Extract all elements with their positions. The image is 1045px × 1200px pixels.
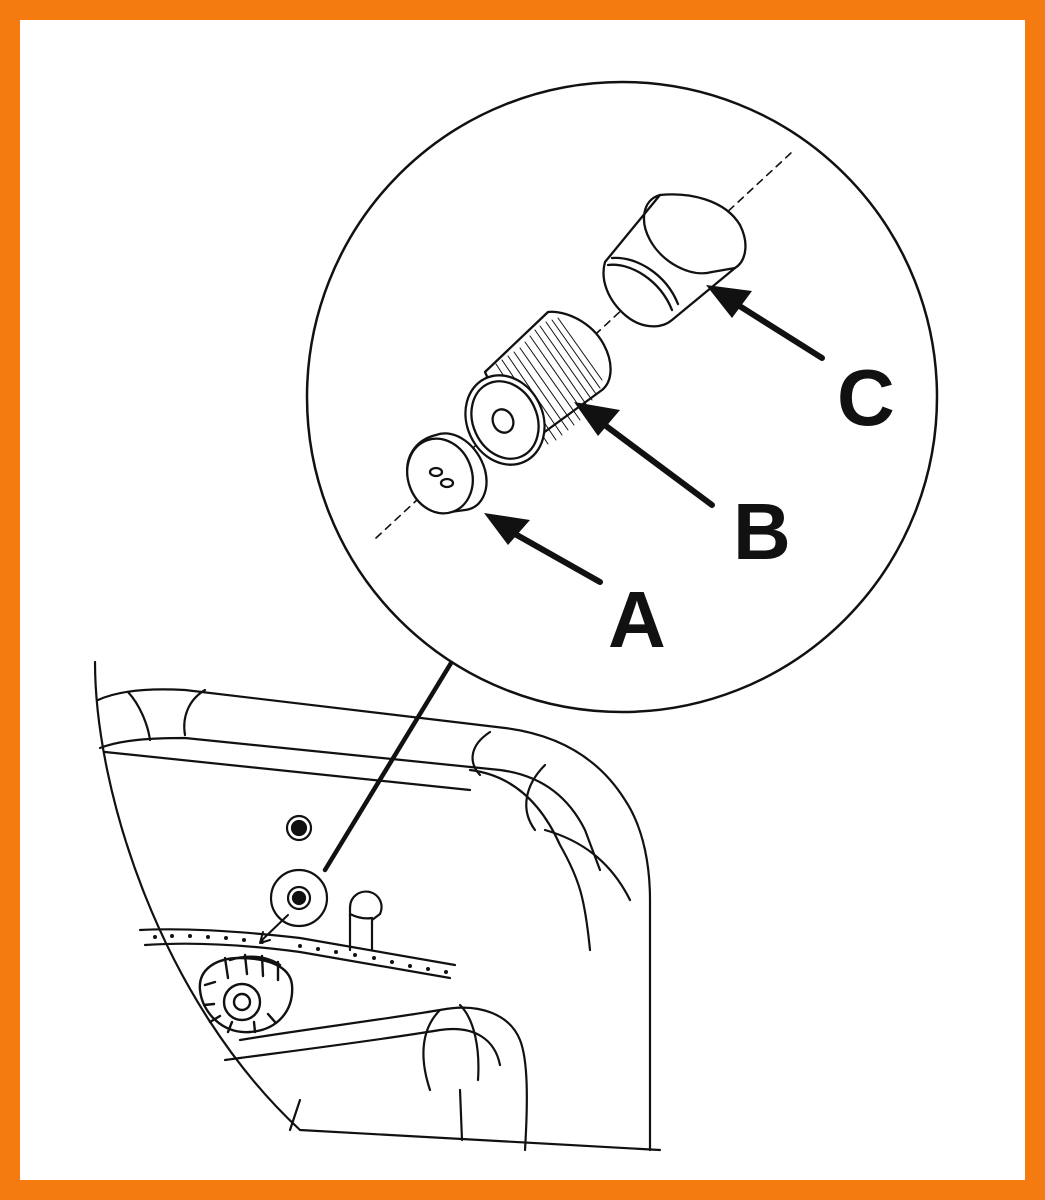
detail-leader-line [322, 642, 465, 873]
spa-tub [93, 660, 662, 1152]
callout-label-a: A [608, 575, 666, 664]
callout-label-b: B [733, 487, 791, 576]
part-b-cartridge [464, 310, 612, 466]
callout-label-c: C [837, 353, 895, 442]
suction-fitting [348, 890, 383, 952]
filter-housing-opening [269, 868, 329, 928]
jet-fitting [285, 814, 313, 842]
callout-arrow-b [574, 402, 715, 508]
part-a-cap [406, 432, 488, 515]
part-c-cover [602, 193, 747, 328]
callout-arrow-a [484, 513, 603, 585]
detail-zoom-circle [305, 80, 939, 714]
filter-lid-knob [198, 953, 294, 1034]
callout-arrow-c [706, 285, 825, 361]
